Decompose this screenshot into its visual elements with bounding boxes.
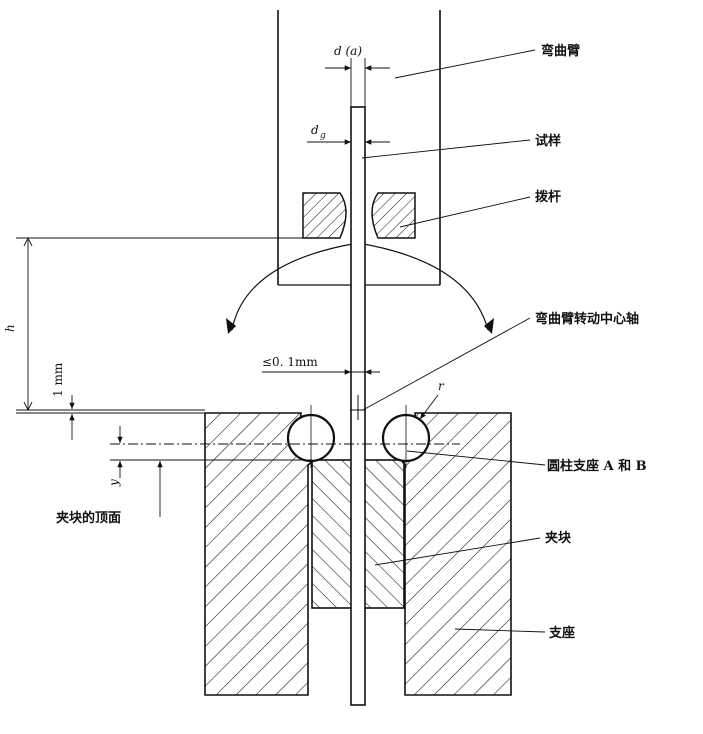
leader-lines xyxy=(361,49,546,633)
label-support-base: 支座 xyxy=(548,625,575,641)
dim-r: r xyxy=(438,379,445,393)
support-base xyxy=(204,412,512,696)
lever-blocks xyxy=(302,192,416,239)
dim-y: y xyxy=(107,479,121,487)
dim-1mm: 1 mm xyxy=(51,362,65,397)
dim-d: d (a) xyxy=(334,44,362,58)
label-clamp-top-surface: 夹块的顶面 xyxy=(56,510,121,526)
label-bending-arm: 弯曲臂 xyxy=(541,43,580,59)
dimension-lines xyxy=(16,58,460,517)
dim-h: h xyxy=(3,324,17,332)
dim-clearance: ≤0. 1mm xyxy=(262,355,318,369)
label-cylinder-supports: 圆柱支座 A 和 B xyxy=(547,458,647,474)
dim-dg: d xyxy=(311,123,319,137)
label-clamp-block: 夹块 xyxy=(545,530,572,546)
label-pivot-axis: 弯曲臂转动中心轴 xyxy=(535,311,639,327)
rotation-arrow-left xyxy=(226,318,236,334)
rotation-arrow-right xyxy=(484,318,494,334)
label-lever: 拨杆 xyxy=(535,189,561,205)
label-specimen: 试样 xyxy=(535,133,561,149)
dim-dg-subscript: g xyxy=(320,131,326,141)
